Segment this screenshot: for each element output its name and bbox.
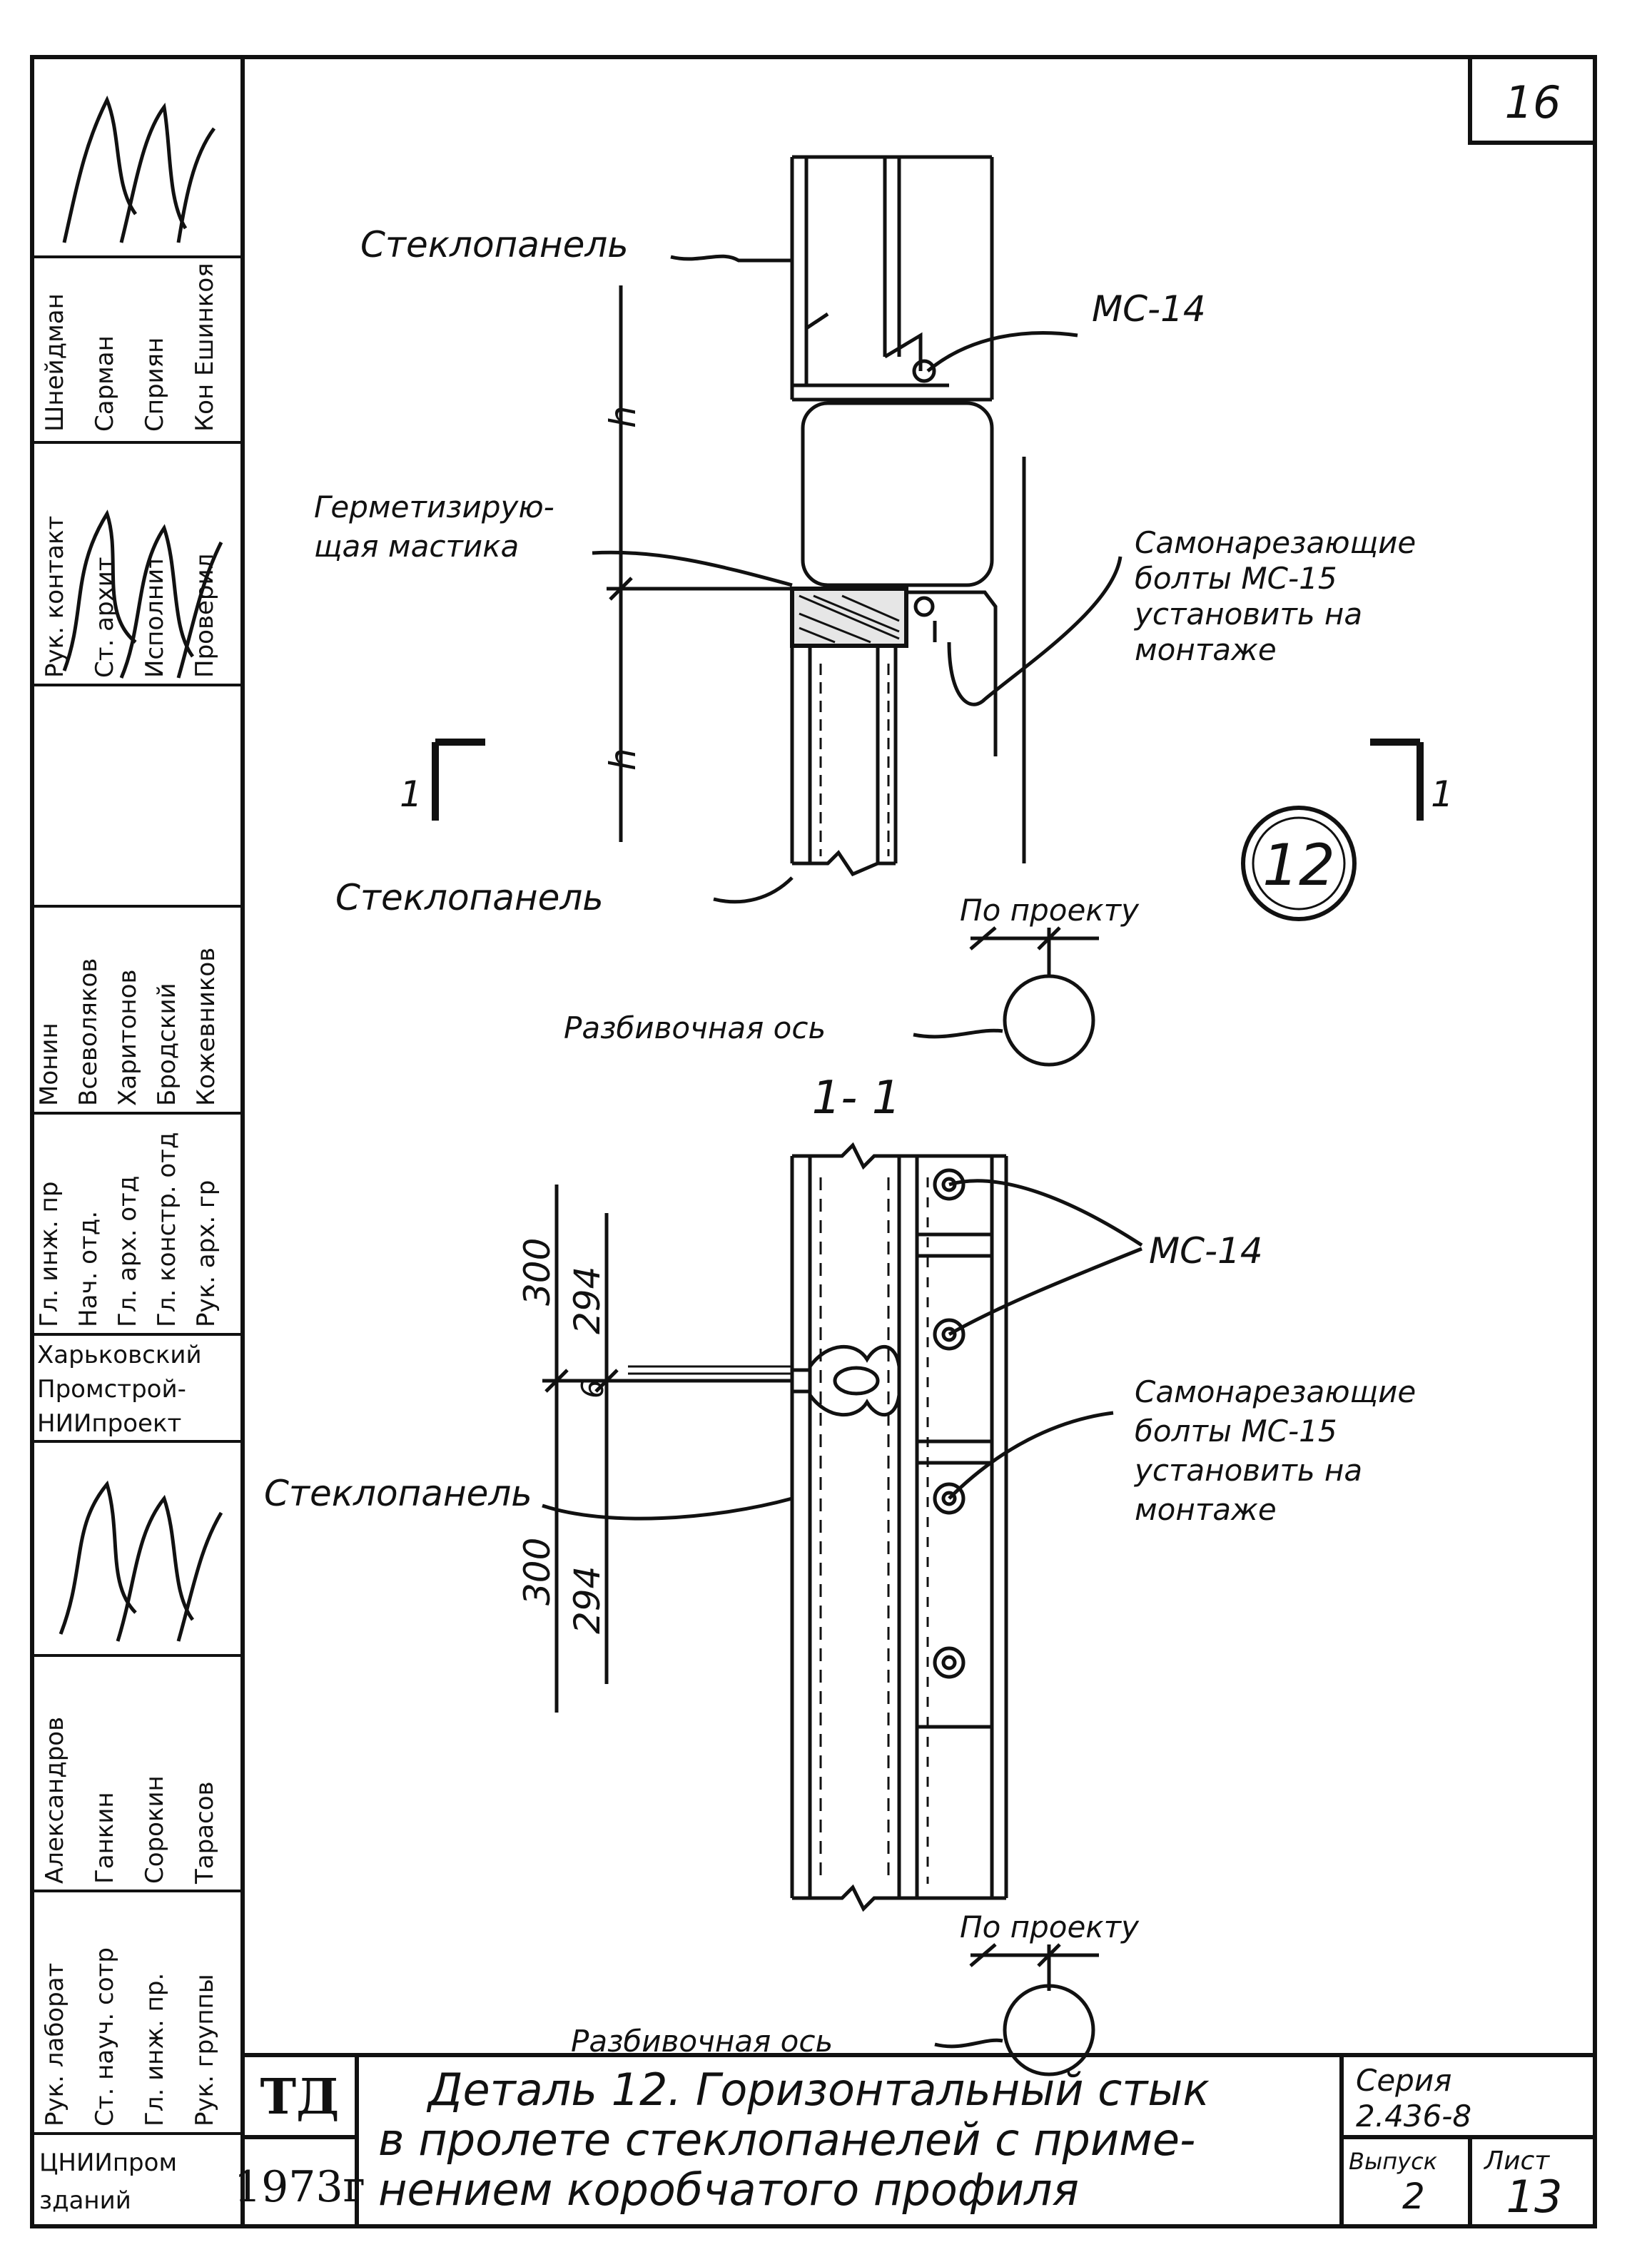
stamp-org-bottom: ЦНИИпром зданий: [39, 2149, 177, 2215]
detail-number: 12: [1262, 832, 1335, 898]
upper-leaders: [592, 254, 1123, 904]
title-line-1: Деталь 12. Горизонтальный стык: [426, 2064, 1210, 2116]
stamp-text: Харитонов: [113, 970, 142, 1106]
stamp-text: Харьковский: [37, 1341, 202, 1369]
stamp-text: Исполнит: [141, 554, 169, 678]
stamp-text: Проверил: [191, 554, 219, 678]
label-glass-panel-top: Стеклопанель: [360, 224, 629, 265]
section-number-left: 1: [400, 774, 422, 815]
section-title: 1- 1: [812, 1072, 901, 1125]
label-section-glass-panel: Стеклопанель: [264, 1473, 532, 1514]
stamp-block-4: Гл. инж. пр Нач. отд. Гл. арх. отд Гл. к…: [35, 1132, 221, 1327]
dim-294-bottom: 294: [567, 1566, 608, 1634]
label-ms14-section: МС-14: [1149, 1230, 1263, 1272]
stamp-text: Рук. контакт: [41, 516, 69, 678]
stamp-text: Рук. арх. гр: [192, 1180, 221, 1327]
title-line-3: нением коробчатого профиля: [378, 2164, 1079, 2216]
series-label: Серия: [1356, 2063, 1451, 2098]
dim-h-lower: h: [602, 748, 644, 771]
sheet-value: 13: [1506, 2171, 1563, 2223]
stamp-block-2: Рук. контакт Ст. архит Исполнит Проверил: [41, 516, 219, 678]
label-section-bolts-3: установить на: [1133, 1453, 1362, 1488]
page-number: 16: [1505, 76, 1561, 128]
label-bolts-1: Самонарезающие: [1135, 525, 1416, 560]
stamp-text: Александров: [41, 1717, 69, 1884]
stamp-text: Гл. инж. пр: [35, 1182, 64, 1327]
title-line-2: в пролете стеклопанелей с приме-: [378, 2114, 1195, 2166]
stamp-text: Ст. науч. сотр: [91, 1947, 119, 2126]
section-drawing: [542, 1142, 1008, 1912]
stamp-text: Всеволяков: [74, 958, 103, 1106]
stamp-text: Рук. группы: [191, 1974, 219, 2126]
dim-300-top: 300: [517, 1238, 558, 1306]
dim-300-bottom: 300: [517, 1538, 558, 1606]
label-axis-section: Разбивочная ось: [571, 2024, 833, 2059]
sheet-frame: [30, 55, 1597, 2228]
stamp-text: Гл. инж. пр.: [141, 1973, 169, 2126]
label-sealant-1: Герметизирую-: [314, 490, 554, 524]
label-axis-upper: Разбивочная ось: [564, 1010, 826, 1045]
doc-year: 1973г: [234, 2162, 365, 2212]
stamp-text: Нач. отд.: [74, 1211, 103, 1327]
stamp-text: Сприян: [141, 338, 169, 432]
issue-value: 2: [1402, 2176, 1425, 2217]
stamp-text: Ганкин: [91, 1792, 119, 1884]
series-value: 2.436-8: [1356, 2099, 1471, 2134]
org-name-line1: ЦНИИпром: [39, 2149, 177, 2177]
label-section-bolts-1: Самонарезающие: [1135, 1374, 1416, 1409]
stamp-text: Промстрой-: [37, 1375, 186, 1404]
stamp-text: Шнейдман: [41, 293, 69, 432]
section-leaders: [542, 1179, 1143, 1521]
axis-marker-upper: [913, 926, 1099, 1067]
title-block: [243, 2053, 1595, 2226]
stamp-block-3: Монин Всеволяков Харитонов Бродский Коже…: [35, 948, 221, 1106]
signatures: [59, 95, 223, 1642]
stamp-block-6: Рук. лаборат Ст. науч. сотр Гл. инж. пр.…: [41, 1947, 219, 2126]
label-section-bolts-4: монтаже: [1135, 1492, 1277, 1527]
detail-mark: 12: [1241, 806, 1357, 921]
stamp-block-org: Харьковский Промстрой- НИИпроект: [37, 1341, 202, 1438]
label-bolts-4: монтаже: [1135, 632, 1277, 667]
stamp-text: Ст. архит: [91, 557, 119, 678]
section-number-right: 1: [1431, 774, 1454, 815]
stamp-text: Кожевников: [192, 948, 221, 1106]
stamp-text: Рук. лаборат: [41, 1963, 69, 2126]
section-mark-right: [1370, 739, 1424, 821]
stamp-text: Гл. констр. отд: [153, 1132, 181, 1327]
section-mark-left: [432, 739, 485, 821]
stamp-text: Сорокин: [141, 1775, 169, 1884]
upper-joint-drawing: [607, 155, 1026, 877]
label-sealant-2: щая мастика: [314, 529, 519, 564]
axis-marker-section: [934, 1943, 1099, 2076]
dim-294-top: 294: [567, 1267, 608, 1334]
label-bolts-2: болты МС-15: [1135, 561, 1337, 596]
sheet-label: Лист: [1483, 2146, 1550, 2176]
issue-label: Выпуск: [1349, 2148, 1438, 2175]
stamp-text: Сарман: [91, 335, 119, 432]
stamp-text: Монин: [35, 1023, 64, 1106]
label-bolts-3: установить на: [1133, 597, 1362, 632]
label-glass-panel-bottom: Стеклопанель: [335, 877, 604, 918]
label-section-bolts-2: болты МС-15: [1135, 1414, 1337, 1449]
label-by-design-section: По проекту: [960, 1910, 1140, 1944]
label-ms14-top: МС-14: [1092, 288, 1206, 330]
stamp-block-5: Александров Ганкин Сорокин Тарасов: [41, 1717, 219, 1885]
doc-type: ТД: [260, 2069, 339, 2126]
label-by-design-upper: По проекту: [960, 893, 1140, 928]
stamp-text: Гл. арх. отд: [113, 1176, 142, 1327]
stamp-text: Бродский: [153, 983, 181, 1106]
org-name-line2: зданий: [39, 2186, 131, 2215]
dim-6: 6: [575, 1379, 610, 1399]
dim-h-upper: h: [602, 405, 644, 428]
side-stamp: [32, 255, 243, 2135]
stamp-block-1: Шнейдман Сарман Сприян Кон Ешинкоя: [41, 263, 219, 432]
stamp-text: Кон Ешинкоя: [191, 263, 219, 432]
page-number-box: 16: [1468, 55, 1597, 145]
stamp-text: Тарасов: [191, 1781, 219, 1885]
stamp-text: НИИпроект: [37, 1409, 181, 1438]
